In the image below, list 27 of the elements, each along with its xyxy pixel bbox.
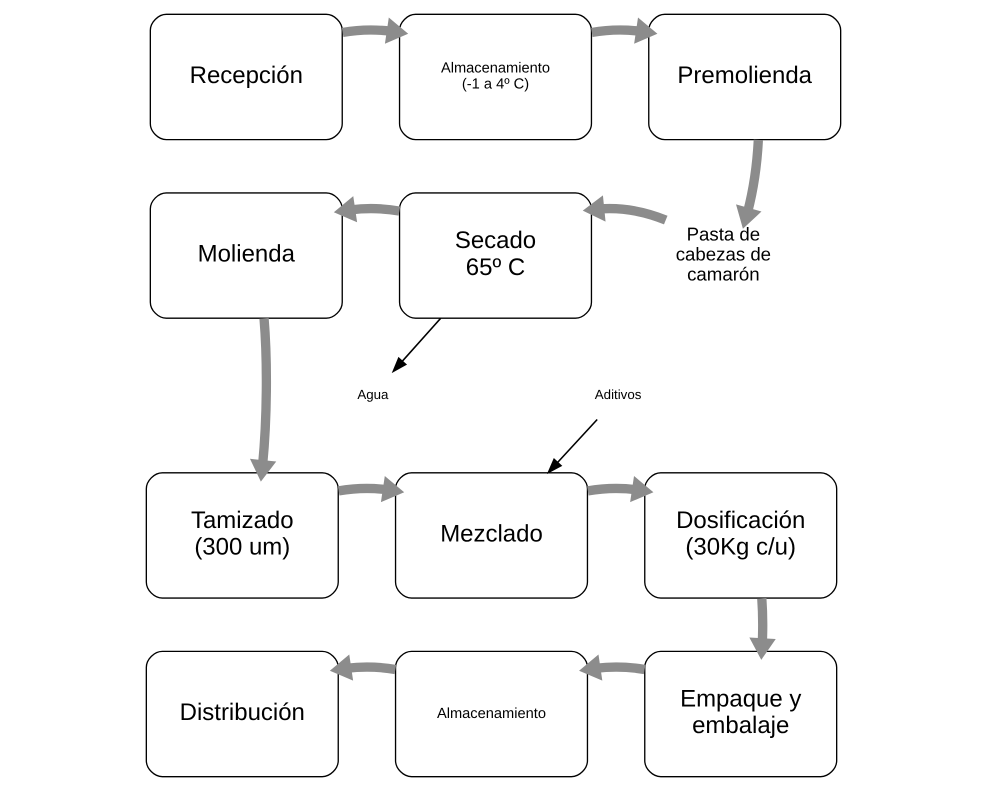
arrow [579,654,646,680]
arrow [338,475,404,502]
node-box: Molienda [150,192,343,318]
arrow [250,318,276,482]
arrow [587,475,654,502]
arrow [342,17,408,44]
arrow [334,196,400,222]
node-box: Premolienda [648,13,842,140]
node-box: Empaque y embalaje [644,650,838,777]
arrow [736,139,763,228]
node-box: Dosificación (30Kg c/u) [644,472,838,598]
arrow [330,654,396,680]
arrow [582,194,668,224]
node-text: Agua [357,386,388,402]
arrow [591,17,658,44]
arrow [392,317,442,373]
node-box: Recepción [150,13,343,140]
arrow [546,418,598,474]
node-box: Almacenamiento (-1 a 4º C) [398,13,592,140]
node-box: Almacenamiento [394,650,588,777]
node-text: Aditivos [594,386,642,402]
node-box: Secado 65º C [398,192,592,318]
arrow [749,598,776,660]
node-box: Distribución [146,650,339,777]
node-box: Mezclado [394,472,588,598]
node-box: Tamizado (300 um) [146,472,339,598]
node-text: Pasta de cabezas de camarón [676,223,772,284]
